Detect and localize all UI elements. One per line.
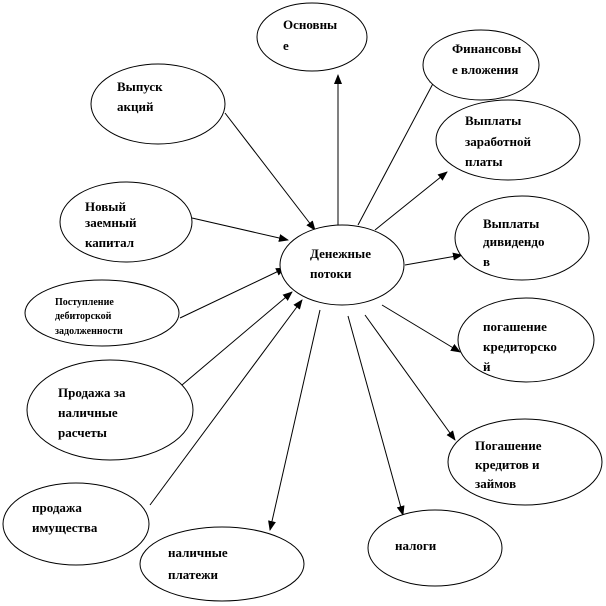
node-label-line: погашение [483, 319, 547, 334]
node-label-line: е вложения [452, 62, 518, 77]
node-ellipse [447, 418, 603, 506]
node-label-line: займов [475, 476, 516, 491]
arrow-vypusk-akciy [224, 112, 316, 231]
arrow-nalogi [347, 315, 405, 516]
node-label-line: Выплаты [465, 113, 521, 128]
node-label-line: Выплаты [483, 216, 539, 231]
node-label-line: расчеты [58, 425, 107, 440]
node-center: Денежные потоки [279, 224, 405, 306]
node-label-line: Выпуск [117, 79, 163, 94]
node-ellipse [139, 526, 305, 602]
node-ellipse [90, 63, 226, 145]
node-zarplata: Выплаты заработной платы [435, 99, 581, 181]
node-ellipse [24, 279, 180, 347]
node-label-line: капитал [85, 235, 134, 250]
arrow-kreditorskoy [381, 304, 461, 353]
node-label-line: Денежные [310, 246, 371, 261]
node-ellipse [2, 482, 150, 566]
node-label-line: платы [465, 154, 502, 169]
arrow-nalichnye-platezhi [268, 309, 321, 531]
arrow-prodazha-nalichnye [181, 291, 293, 386]
node-label-line: имущества [32, 520, 98, 535]
node-label-line: наличные [58, 405, 118, 420]
arrow-debitorskoy [179, 267, 286, 319]
node-dividendy: Выплаты дивидендо в [454, 195, 590, 281]
node-label-line: заработной [465, 134, 531, 149]
node-kredity: Погашение кредитов и займов [447, 418, 603, 506]
node-ellipse [457, 297, 595, 383]
arrow-zaemny-kapital [191, 217, 289, 242]
arrow-dividendy [404, 252, 463, 266]
node-finansovye: Финансовы е вложения [422, 29, 540, 101]
node-label-line: заемный [85, 215, 137, 230]
node-label-line: кредиторско [483, 339, 557, 354]
node-label-line: Новый [85, 199, 126, 214]
arrow-finansovye [357, 75, 438, 226]
arrow-zarplata [374, 171, 448, 231]
node-label-line: е [283, 38, 289, 53]
node-ellipse [422, 29, 540, 101]
node-label-line: наличные [168, 545, 228, 560]
node-nalogi: налоги [367, 509, 503, 587]
node-label-line: платежи [168, 567, 219, 582]
node-ellipse [279, 224, 405, 306]
node-label-line: дивидендо [483, 234, 545, 249]
arrow-prodazha-imushchestva [149, 299, 303, 506]
node-label-line: Основны [283, 17, 337, 32]
node-label-line: Поступление [55, 297, 114, 308]
node-label-line: задолженности [55, 326, 123, 337]
node-label-line: Продажа за [58, 385, 126, 400]
node-nalichnye-platezhi: наличные платежи [139, 526, 305, 602]
node-label-line: в [483, 254, 490, 269]
node-kreditorskoy: погашение кредиторско й [457, 297, 595, 383]
node-ellipse [435, 99, 581, 181]
node-ellipse [454, 195, 590, 281]
node-ellipse [256, 2, 368, 72]
node-label-line: дебиторской [55, 311, 112, 322]
node-label-line: акций [117, 99, 154, 114]
node-label-line: Финансовы [452, 41, 521, 56]
node-label-line: налоги [395, 538, 437, 553]
node-ellipse [367, 509, 503, 587]
node-label-line: Погашение [475, 438, 542, 453]
node-vypusk-akciy: Выпуск акций [90, 63, 226, 145]
node-prodazha-nalichnye: Продажа за наличные расчеты [26, 359, 194, 461]
node-debitorskoy: Поступление дебиторской задолженности [24, 279, 180, 347]
node-osnovnye: Основны е [256, 2, 368, 72]
node-label-line: кредитов и [475, 457, 540, 472]
node-prodazha-imushchestva: продажа имущества [2, 482, 150, 566]
node-label-line: продажа [32, 500, 82, 515]
node-ellipse [26, 359, 194, 461]
arrow-kredity [364, 314, 456, 441]
node-ellipse [59, 181, 193, 263]
node-label-line: й [483, 359, 491, 374]
node-label-line: потоки [310, 266, 352, 281]
